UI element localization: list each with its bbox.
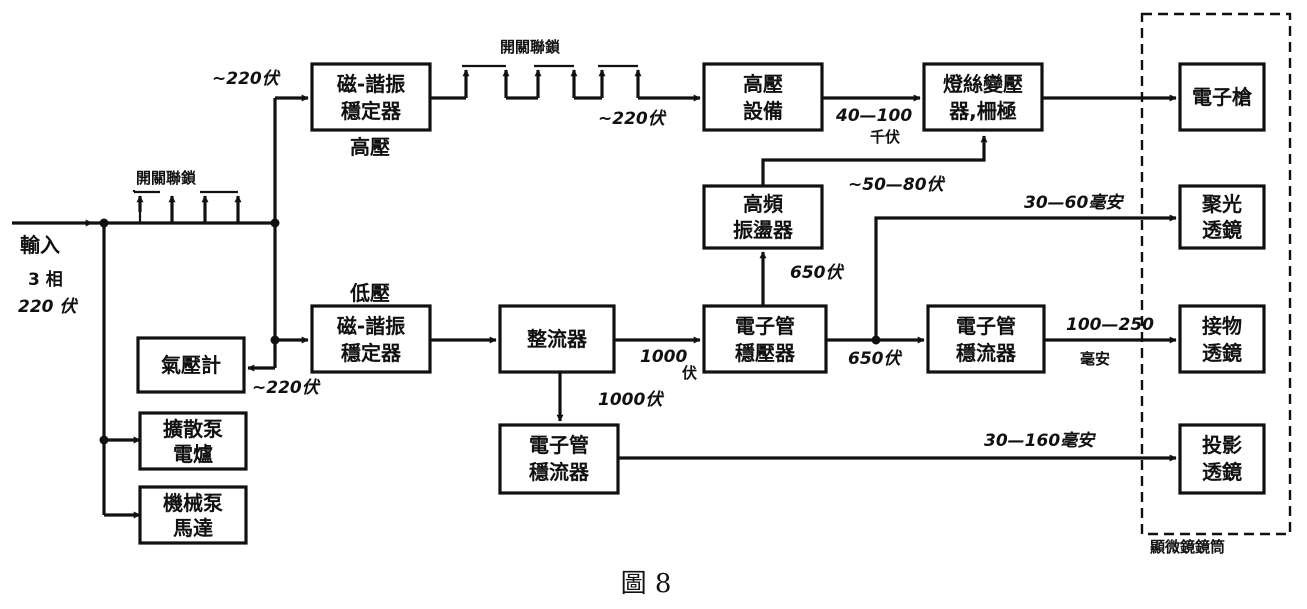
hv-stabilizer-box: 磁-諧振 穩定器 — [310, 62, 432, 132]
ma-30-60-label: 30—60毫安 — [1024, 193, 1124, 213]
hf-to-filament-line — [761, 135, 988, 186]
microscope-column-frame — [1140, 12, 1292, 536]
kv-unit-label: 千伏 — [870, 128, 900, 146]
left-interlock-switches — [132, 190, 275, 225]
svg-text:電爐: 電爐 — [173, 442, 213, 466]
v1000-unit-a: 伏 — [682, 364, 697, 382]
svg-text:高壓: 高壓 — [743, 72, 783, 96]
svg-text:透鏡: 透鏡 — [1202, 341, 1242, 365]
v650-label-a: 650伏 — [790, 263, 844, 283]
svg-text:電子管: 電子管 — [735, 314, 795, 338]
svg-text:穩定器: 穩定器 — [341, 99, 402, 123]
lv-stabilizer-box: 磁-諧振 穩定器 — [310, 304, 432, 374]
svg-text:燈絲變壓: 燈絲變壓 — [943, 72, 1023, 96]
hv-device-box: 高壓 設備 — [702, 62, 824, 132]
svg-text:馬達: 馬達 — [173, 516, 213, 540]
ma-100-250-unit: 毫安 — [1080, 350, 1110, 368]
svg-text:穩定器: 穩定器 — [341, 341, 402, 365]
svg-text:聚光: 聚光 — [1201, 192, 1242, 216]
top-switch-label: 開關聯鎖 — [500, 38, 561, 56]
objective-lens-box: 接物 透鏡 — [1178, 304, 1266, 374]
tube-current-regulator-box: 電子管 穩流器 — [926, 304, 1046, 374]
hf-oscillator-box: 高頻 振盪器 — [702, 184, 824, 250]
v1000-label-a: 1000 — [640, 347, 687, 367]
svg-text:透鏡: 透鏡 — [1202, 218, 1242, 242]
svg-text:透鏡: 透鏡 — [1202, 460, 1242, 484]
figure-caption: 圖 8 — [621, 569, 672, 599]
hv-stabilizer-tag: 高壓 — [350, 135, 390, 159]
svg-text:振盪器: 振盪器 — [733, 218, 794, 242]
voltage-label-bottom: ~220伏 — [252, 378, 321, 398]
svg-text:穩流器: 穩流器 — [956, 341, 1017, 365]
lv-stabilizer-tag: 低壓 — [349, 281, 390, 305]
v1000-label-b: 1000伏 — [598, 390, 664, 410]
input-label: 輸入 — [20, 233, 60, 257]
svg-text:磁-諧振: 磁-諧振 — [337, 72, 405, 96]
svg-text:機械泵: 機械泵 — [163, 491, 223, 515]
microscope-column-label: 顯微鏡鏡筒 — [1150, 538, 1225, 556]
ma-100-250-label: 100—250 — [1066, 315, 1154, 335]
voltage-label-mid: ~220伏 — [598, 109, 667, 129]
left-switch-label: 開關聯鎖 — [136, 169, 197, 187]
svg-text:接物: 接物 — [1202, 314, 1242, 338]
svg-text:高頻: 高頻 — [743, 192, 783, 216]
svg-text:器,柵極: 器,柵極 — [948, 99, 1017, 123]
electron-gun-box: 電子槍 — [1178, 62, 1266, 132]
ma-30-160-label: 30—160毫安 — [984, 431, 1096, 451]
v650-label-b: 650伏 — [848, 349, 902, 369]
v50-80-label: ~50—80伏 — [848, 175, 946, 195]
barometer-box: 氣壓計 — [136, 336, 246, 394]
filament-grid-box: 燈絲變壓 器,柵極 — [922, 62, 1044, 132]
condenser-lens-box: 聚光 透鏡 — [1178, 184, 1266, 250]
svg-text:氣壓計: 氣壓計 — [161, 353, 221, 377]
svg-text:磁-諧振: 磁-諧振 — [337, 314, 405, 338]
svg-text:設備: 設備 — [743, 99, 783, 123]
svg-text:電子管: 電子管 — [529, 433, 589, 457]
tube-voltage-regulator-box: 電子管 穩壓器 — [702, 304, 828, 374]
voltage-label-top: ~220伏 — [212, 69, 281, 89]
svg-text:電子管: 電子管 — [956, 314, 1016, 338]
svg-text:穩流器: 穩流器 — [529, 460, 590, 484]
svg-text:電子槍: 電子槍 — [1192, 85, 1253, 109]
mech-pump-box: 機械泵 馬達 — [138, 485, 248, 545]
rectifier-box: 整流器 — [498, 304, 616, 374]
input-phase-label: 3 相 — [28, 269, 63, 290]
diffusion-pump-box: 擴散泵 電爐 — [138, 411, 248, 471]
tube-current-regulator-2-box: 電子管 穩流器 — [498, 423, 620, 495]
svg-text:投影: 投影 — [1202, 433, 1242, 457]
svg-text:穩壓器: 穩壓器 — [735, 341, 796, 365]
arrow-to-condenser-lens — [874, 214, 1177, 340]
top-interlock-switches — [430, 64, 642, 100]
svg-text:擴散泵: 擴散泵 — [163, 417, 223, 441]
svg-text:整流器: 整流器 — [526, 327, 588, 351]
input-voltage-label: 220 伏 — [18, 297, 78, 317]
kv-range-label: 40—100 — [835, 106, 912, 126]
projector-lens-box: 投影 透鏡 — [1178, 423, 1266, 495]
